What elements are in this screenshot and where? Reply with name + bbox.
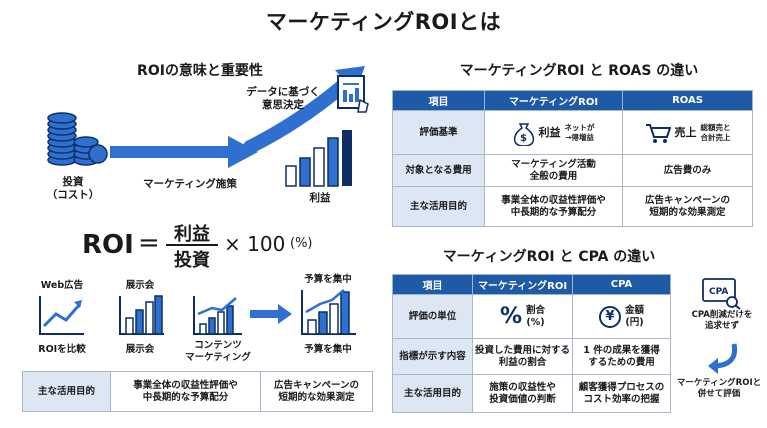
- table-cell: $ 利益 ネットが →得増益: [484, 110, 623, 155]
- cpa-badge: CPA: [709, 287, 728, 297]
- formula-times: × 100: [224, 232, 286, 256]
- roas-heading: マーケティングROI と ROAS の違い: [459, 63, 699, 79]
- arrow-right-icon: [110, 136, 258, 168]
- column-header: 項目: [392, 274, 473, 295]
- table-cell: 顧客獲得プロセスの コスト効率の把握: [572, 374, 671, 413]
- cpa-side-note-top: CPA削減だけを 追求せず: [691, 310, 753, 331]
- row-header: 指標が示す内容: [392, 338, 473, 375]
- cpa-comparison-table: 項目 マーケティングROI CPA 評価の単位 % 割合 (%) ¥ 金額 (円…: [392, 274, 671, 413]
- svg-text:$: $: [520, 133, 527, 144]
- page-title: マーケティングROIとは: [265, 10, 502, 34]
- money-bag-icon: $: [513, 122, 534, 146]
- roi-formula: ROI = 利益 投資 × 100 (%): [82, 224, 322, 271]
- measure-label: マーケティング施策: [143, 178, 237, 190]
- formula-denominator: 投資: [174, 250, 210, 271]
- budget-chart-icon: [301, 289, 356, 335]
- cpa-unit-label: 金額 (円): [624, 304, 644, 328]
- row-header: 主な活用目的: [22, 371, 111, 412]
- roas-comparison-table: 項目 マーケティングROI ROAS 評価基準 $ 利益 ネットが →得増益 売…: [392, 90, 753, 227]
- icon2-top-label: 展示会: [125, 280, 155, 291]
- icon4-bottom-label: 予算を集中: [304, 344, 352, 355]
- table-row: 主な活用目的 事業全体の収益性評価や 中長期的な予算配分 広告キャンペーンの 短…: [22, 371, 373, 412]
- icon2-bottom-label: 展示会: [125, 344, 155, 355]
- icon3-bottom-label: コンテンツ マーケティング: [185, 340, 251, 363]
- line-chart-icon: [39, 296, 84, 335]
- table-cell: 施策の収益性や 投資価値の判断: [472, 374, 573, 413]
- table-cell: マーケティング活動 全般の費用: [484, 154, 623, 187]
- shopping-cart-icon: [645, 123, 671, 143]
- table-cell: ¥ 金額 (円): [572, 294, 671, 339]
- cpa-document-icon: CPA: [702, 278, 741, 310]
- icon1-bottom-label: ROIを比較: [38, 344, 86, 355]
- cpa-heading: マーケィングROI と CPA の違い: [442, 249, 656, 265]
- column-header: マーケティングROI: [472, 274, 573, 295]
- roi-meaning-heading: ROIの意味と重要性: [137, 63, 263, 79]
- table-cell: 売上 総額売と 合計売上: [622, 110, 753, 155]
- table-cell: 投資した費用に対する 利益の割合: [472, 338, 573, 375]
- table-row: 主な活用目的 事業全体の収益性評価や 中長期的な予算配分 広告キャンペーンの 短…: [392, 186, 753, 227]
- table-cell: 事業全体の収益性評価や 中長期的な予算配分: [110, 371, 261, 412]
- column-header: マーケティングROI: [484, 90, 623, 111]
- row-header: 対象となる費用: [392, 154, 485, 187]
- column-header: ROAS: [622, 90, 753, 111]
- investment-label: 投資 （コスト）: [46, 176, 100, 202]
- bar-chart-icon: [119, 295, 164, 335]
- table-cell: % 割合 (%): [472, 294, 573, 339]
- arrow-right-icon: [250, 304, 292, 324]
- roi-unit-label: 割合 (%): [526, 304, 546, 328]
- table-cell: 広告キャンペーンの 短期的な効果測定: [622, 186, 753, 227]
- formula-unit: (%): [290, 236, 313, 251]
- column-header: 項目: [392, 90, 485, 111]
- table-row: 主な活用目的 施策の収益性や 投資価値の判断 顧客獲得プロセスの コスト効率の把…: [392, 374, 671, 413]
- roi-sub-label: ネットが →得増益: [564, 123, 595, 142]
- row-header: 主な活用目的: [392, 374, 473, 413]
- table-row: 評価基準 $ 利益 ネットが →得増益 売上 総額売と 合計売上: [392, 110, 753, 155]
- icon1-top-label: Web広告: [40, 280, 84, 291]
- roas-main-label: 売上: [674, 125, 697, 139]
- percent-icon: %: [499, 303, 523, 329]
- report-icon: [337, 75, 369, 113]
- coins-icon: [47, 112, 108, 166]
- profit-label: 利益: [309, 192, 331, 204]
- table-row: 指標が示す内容 投資した費用に対する 利益の割合 1 件の成果を獲得 するための…: [392, 338, 671, 375]
- row-header: 主な活用目的: [392, 186, 485, 227]
- table-cell: 事業全体の収益性評価や 中長期的な予算配分: [484, 186, 623, 227]
- row-header: 評価の単位: [392, 294, 473, 339]
- profit-bars-icon: [285, 130, 352, 187]
- row-header: 評価基準: [392, 110, 485, 155]
- left-purpose-table: 主な活用目的 事業全体の収益性評価や 中長期的な予算配分 広告キャンペーンの 短…: [22, 371, 373, 412]
- table-cell: 広告キャンペーンの 短期的な効果測定: [260, 371, 373, 412]
- roas-sub-label: 総額売と 合計売上: [700, 123, 731, 142]
- yen-icon: ¥: [598, 305, 621, 328]
- table-cell: 広告費のみ: [622, 154, 753, 187]
- roi-main-label: 利益: [538, 125, 561, 139]
- decision-label: データに基づく 意思決定: [246, 86, 320, 112]
- icon4-top-label: 予算を集中: [304, 274, 352, 285]
- cpa-side-note-bottom: マーケティングROIと 併せて評価: [676, 378, 762, 399]
- table-row: 対象となる費用 マーケティング活動 全般の費用 広告費のみ: [392, 154, 753, 187]
- table-cell: 1 件の成果を獲得 するための費用: [572, 338, 671, 375]
- formula-roi: ROI: [82, 230, 134, 260]
- growth-chart-icon: [193, 296, 242, 335]
- table-row: 評価の単位 % 割合 (%) ¥ 金額 (円): [392, 294, 671, 339]
- formula-numerator: 利益: [174, 224, 210, 245]
- curved-arrow-icon: [708, 343, 738, 374]
- formula-equals: =: [138, 228, 160, 258]
- column-header: CPA: [572, 274, 671, 295]
